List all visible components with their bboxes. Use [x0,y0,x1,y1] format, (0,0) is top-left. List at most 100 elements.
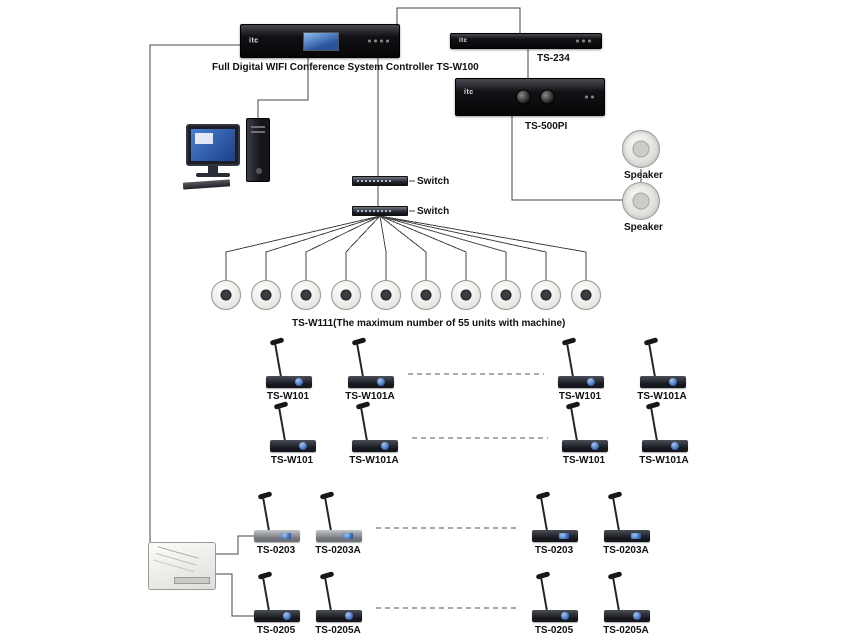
mic-label: TS-0203A [315,545,361,556]
mic-capsule [645,401,661,410]
mic-screen [591,442,599,450]
mic-capsule [607,571,623,580]
switch-label: Switch [417,176,450,187]
mic-capsule [319,491,335,500]
mic-neck [356,343,364,378]
mic-unit: TS-0203 [522,491,586,556]
mic-screen [669,378,677,386]
mic-capsule [355,401,371,410]
ceiling-unit-ts-w111 [451,280,481,310]
ceiling-unit-ts-w111 [331,280,361,310]
ceiling-unit-ts-w111 [571,280,601,310]
wire-fan-9 [379,215,547,281]
mic-neck [278,407,286,442]
ceiling-unit-ts-w111 [251,280,281,310]
mic-label: TS-0205A [315,625,361,636]
monitor-screen [191,129,235,161]
mic-neck [540,497,548,532]
mic-unit: TS-0205A [306,571,370,636]
mic-neck [566,343,574,378]
mic-screen [559,533,569,539]
ceiling-unit-ts-w111 [531,280,561,310]
psu-vents [157,546,199,559]
mic-capsule [607,491,623,500]
mic-screen [561,612,569,620]
mic-label: TS-W101A [349,455,399,466]
mic-screen [295,378,303,386]
wire-psu-to-row3 [216,535,254,555]
mic-base [266,376,312,388]
psu-terminals [174,577,210,584]
mic-screen [587,378,595,386]
wire-fan-4 [345,215,381,281]
wireless-mic-icon [552,401,616,452]
mic-screen [345,612,353,620]
mic-unit: TS-0203A [594,491,658,556]
mic-base [604,610,650,622]
mic-neck [650,407,658,442]
mic-label: TS-W101A [345,391,395,402]
mic-unit: TS-0205 [522,571,586,636]
mic-capsule [273,401,289,410]
mic-unit: TS-0205 [244,571,308,636]
wire-fan-6 [379,215,427,281]
monitor-base [196,173,230,177]
ceiling-unit-ts-w111 [411,280,441,310]
speaker-label: Speaker [624,170,663,181]
wire-left-bus [149,44,240,542]
ts500pi-label: TS-500PI [525,121,568,132]
mic-capsule [319,571,335,580]
mic-capsule [643,337,659,346]
mic-label: TS-0203A [603,545,649,556]
mic-unit: TS-W101 [260,401,324,466]
wire-ts500pi-to-speakers [511,116,623,201]
ts234-ports [576,39,591,43]
mic-capsule [257,571,273,580]
ts234-label: TS-234 [537,53,570,64]
mic-screen [343,533,353,539]
wireless-mic-icon [632,401,696,452]
mic-capsule [269,337,285,346]
itc-logo: itc [459,38,468,44]
mic-neck [612,577,620,612]
mic-base [642,440,688,452]
power-supply-box [148,542,216,590]
ceiling-units-label: TS-W111(The maximum number of 55 units w… [292,318,566,329]
mic-unit: TS-W101A [630,337,694,402]
network-switch-2 [352,206,408,216]
itc-logo: itc [249,37,259,45]
speaker-icon [622,182,660,220]
mic-screen [281,533,291,539]
mic-unit: TS-0203A [306,491,370,556]
wired-mic-icon [244,491,308,542]
mic-screen [381,442,389,450]
amp-indicators [585,95,594,99]
ceiling-unit-ts-w111 [291,280,321,310]
computer-monitor [186,124,240,166]
wire-controller-to-computer [257,58,309,118]
volume-knob [540,89,555,105]
controller-touchscreen [303,32,339,51]
mic-base [558,376,604,388]
mic-label: TS-0205 [256,625,296,636]
mic-screen [671,442,679,450]
wireless-mic-icon [260,401,324,452]
mic-neck [540,577,548,612]
mic-unit: TS-0205A [594,571,658,636]
wire-psu-to-row4 [216,573,254,617]
wired-mic-icon [244,571,308,622]
controller-label: Full Digital WIFI Conference System Cont… [212,62,479,73]
speaker-label: Speaker [624,222,663,233]
mic-base [352,440,398,452]
ceiling-unit-ts-w111 [491,280,521,310]
switch-label: Switch [417,206,450,217]
mic-screen [283,612,291,620]
monitor-stand [208,166,218,173]
ceiling-unit-ts-w111 [371,280,401,310]
mic-base [640,376,686,388]
mic-label: TS-W101 [266,391,310,402]
mic-neck [612,497,620,532]
mic-base [316,530,362,542]
mic-label: TS-W101 [558,391,602,402]
